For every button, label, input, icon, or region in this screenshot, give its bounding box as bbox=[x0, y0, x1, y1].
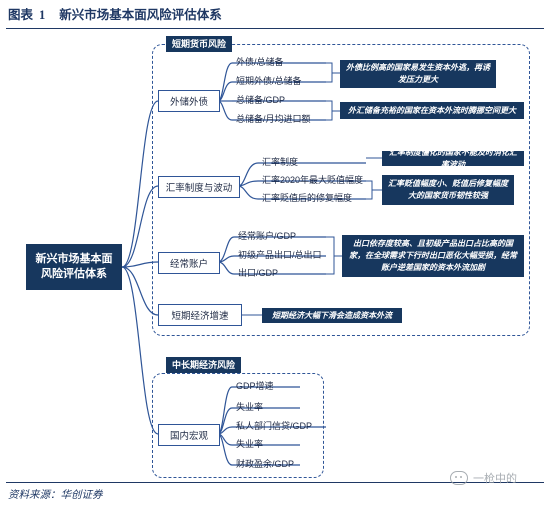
leaf-current-account-gdp: 经常账户/GDP bbox=[238, 231, 297, 241]
figure-title-text: 新兴市场基本面风险评估体系 bbox=[59, 8, 222, 22]
source-label: 资料来源： bbox=[8, 490, 61, 501]
leaf-external-debt-reserves: 外债/总储备 bbox=[236, 57, 284, 67]
long-term-risk-group bbox=[152, 373, 324, 478]
root-line-1: 新兴市场基本面 bbox=[35, 253, 113, 265]
branch-foreign-reserves-debt: 外储外债 bbox=[158, 90, 220, 112]
branch-exchange-rate: 汇率制度与波动 bbox=[158, 176, 240, 198]
leaf-reserves-monthly-imports: 总储备/月均进口额 bbox=[236, 114, 311, 124]
leaf-fx-regime: 汇率制度 bbox=[262, 157, 299, 167]
note-reserves: 外汇储备充裕的国家在资本外流时腾挪空间更大 bbox=[340, 102, 524, 119]
leaf-fx-max-depreciation: 汇率2020年最大贬值幅度 bbox=[262, 175, 364, 185]
source-line: 资料来源：华创证券 bbox=[8, 487, 103, 502]
long-term-risk-tag: 中长期经济风险 bbox=[166, 357, 242, 373]
note-current-account: 出口依存度较高、且初级产品出口占比高的国家，在全球需求下行时出口恶化大幅受损，经… bbox=[342, 235, 524, 277]
leaf-short-term-debt-reserves: 短期外债/总储备 bbox=[236, 76, 302, 86]
source-text: 华创证券 bbox=[60, 490, 103, 501]
watermark-text: 一枪中的 bbox=[473, 473, 517, 485]
leaf-gdp-growth: GDP增速 bbox=[236, 381, 274, 391]
footer-divider bbox=[6, 482, 544, 483]
watermark: 一枪中的 bbox=[450, 470, 517, 486]
figure-number: 1 bbox=[39, 8, 46, 22]
short-term-risk-group bbox=[152, 44, 530, 336]
title-divider bbox=[6, 28, 544, 29]
wechat-icon bbox=[450, 471, 468, 485]
root-line-2: 风险评估体系 bbox=[41, 268, 107, 280]
note-short-term-growth: 短期经济大幅下滑会造成资本外流 bbox=[262, 308, 402, 323]
branch-current-account: 经常账户 bbox=[158, 252, 220, 274]
short-term-risk-tag: 短期货币风险 bbox=[166, 36, 233, 52]
leaf-fx-recovery: 汇率贬值后的修复幅度 bbox=[262, 193, 353, 203]
branch-short-term-growth: 短期经济增速 bbox=[158, 304, 242, 326]
figure-prefix: 图表 bbox=[8, 8, 34, 22]
branch-domestic-macro: 国内宏观 bbox=[158, 424, 220, 446]
leaf-primary-exports-share: 初级产品出口/总出口 bbox=[238, 250, 322, 260]
leaf-fiscal-surplus-gdp: 财政盈余/GDP bbox=[236, 459, 295, 469]
leaf-private-credit-gdp: 私人部门信贷/GDP bbox=[236, 421, 313, 431]
leaf-reserves-gdp: 总储备/GDP bbox=[236, 95, 286, 105]
note-external-debt: 外债比例高的国家易发生资本外逃，再诱发压力更大 bbox=[340, 60, 496, 88]
leaf-unemployment-2: 失业率 bbox=[236, 439, 264, 449]
root-node: 新兴市场基本面 风险评估体系 bbox=[26, 244, 122, 290]
note-fx-resilience: 汇率贬值幅度小、贬值后修复幅度大的国家货币韧性较强 bbox=[382, 175, 514, 205]
note-fx-regime: 汇率制度僵化的国家不能及时消化汇率波动 bbox=[382, 148, 524, 169]
figure-title: 图表 1 新兴市场基本面风险评估体系 bbox=[8, 6, 222, 24]
leaf-exports-gdp: 出口/GDP bbox=[238, 268, 279, 278]
leaf-unemployment-1: 失业率 bbox=[236, 402, 264, 412]
